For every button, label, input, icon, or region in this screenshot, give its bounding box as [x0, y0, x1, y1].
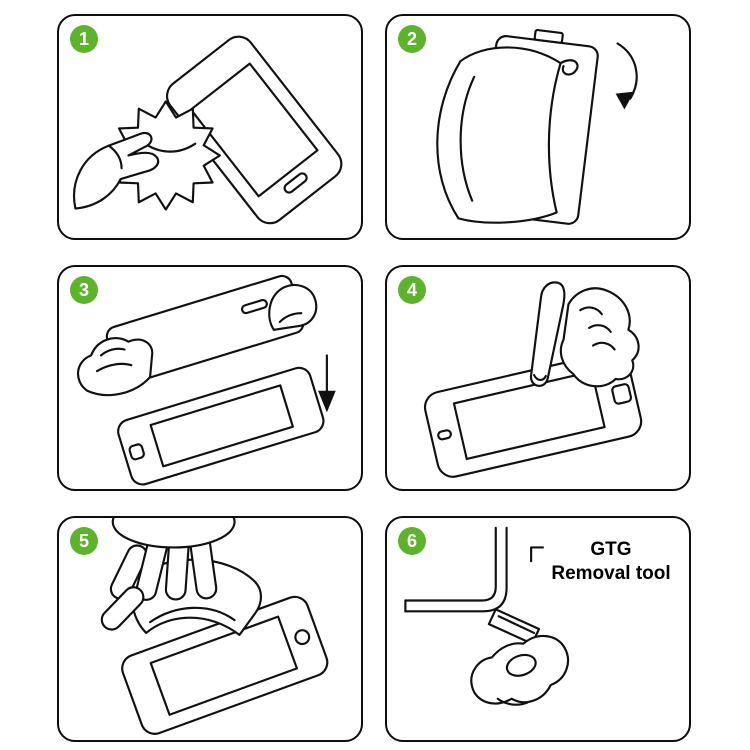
step-number-badge: 2: [398, 25, 426, 53]
screen-corner: [404, 526, 508, 613]
phone-outline: [165, 35, 343, 225]
step-panel-3: 3: [57, 265, 363, 491]
left-hand: [77, 337, 154, 397]
phone-outline: [121, 595, 329, 735]
hand: [100, 518, 236, 631]
right-thumb: [268, 284, 318, 331]
step-panel-5: 5: [57, 516, 363, 742]
protective-film: [436, 46, 579, 224]
removal-tool-label: GTG Removal tool: [535, 538, 687, 586]
peel-direction-arrow: [615, 42, 638, 110]
step-number-badge: 1: [70, 25, 98, 53]
removal-tool-label-line2: Removal tool: [551, 562, 671, 584]
step-panel-1: 1: [57, 14, 363, 240]
smooth-film-with-card-icon: [100, 518, 329, 735]
step-panel-2: 2: [385, 14, 691, 240]
step-number-badge: 3: [70, 276, 98, 304]
corner-removal-tool-icon: [404, 526, 569, 706]
phone-outline: [117, 366, 325, 486]
removal-tool-label-line1: GTG: [590, 539, 632, 560]
pressing-hand: [530, 281, 640, 388]
peel-film-from-protector-icon: [436, 28, 638, 225]
down-arrow: [318, 354, 336, 413]
label-leader-line: [530, 546, 544, 563]
align-protector-over-phone-icon: [77, 274, 336, 486]
step-panel-4: 4: [385, 265, 691, 491]
hand: [73, 131, 160, 210]
wipe-screen-with-cloth-icon: [73, 35, 343, 225]
hand: [470, 635, 569, 706]
step-number-badge: 6: [398, 527, 426, 555]
step-number-badge: 4: [398, 276, 426, 304]
step-panel-6: 6 GTG Removal tool: [385, 516, 691, 742]
step-number-badge: 5: [70, 527, 98, 555]
press-screen-center-icon: [423, 281, 643, 478]
